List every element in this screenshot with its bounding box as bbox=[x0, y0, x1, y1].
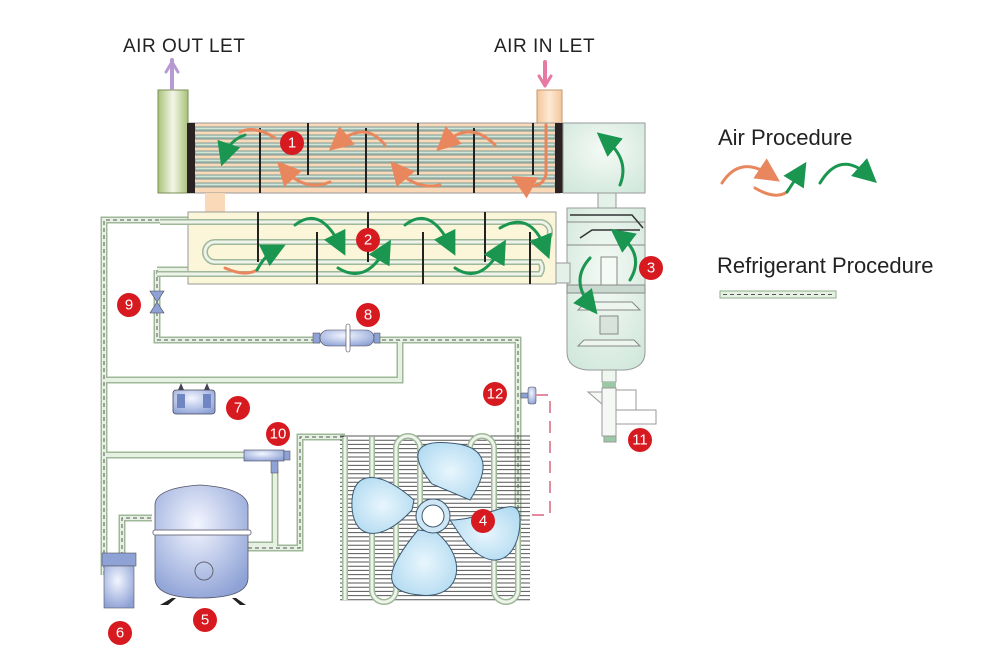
air-flow-arrows bbox=[164, 58, 638, 315]
fan-control-switch bbox=[520, 386, 551, 516]
filter-drier bbox=[312, 323, 381, 353]
badge-number: 11 bbox=[632, 432, 648, 449]
badge-11: 11 bbox=[628, 428, 652, 452]
badge-circle bbox=[356, 303, 380, 327]
air-procedure-legend-arrows bbox=[720, 158, 877, 197]
badge-12: 12 bbox=[483, 382, 507, 406]
badge-5: 5 bbox=[193, 608, 217, 632]
air-outlet-label: AIR OUT LET bbox=[123, 36, 246, 57]
badge-number: 4 bbox=[479, 513, 487, 530]
condenser-fan bbox=[351, 442, 521, 596]
badge-circle bbox=[193, 608, 217, 632]
badge-number: 3 bbox=[647, 260, 655, 277]
badge-4: 4 bbox=[471, 509, 495, 533]
badge-8: 8 bbox=[356, 303, 380, 327]
badge-circle bbox=[356, 228, 380, 252]
separator bbox=[555, 122, 646, 383]
badge-circle bbox=[628, 428, 652, 452]
badge-number: 10 bbox=[270, 426, 287, 443]
badge-circle bbox=[108, 621, 132, 645]
badge-circle bbox=[639, 256, 663, 280]
badge-number: 6 bbox=[116, 625, 124, 642]
refrigerant-procedure-legend-label: Refrigerant Procedure bbox=[717, 253, 934, 278]
badge-number: 5 bbox=[201, 612, 209, 629]
badge-circle bbox=[266, 422, 290, 446]
badge-number: 9 bbox=[125, 297, 133, 314]
badge-circle bbox=[226, 396, 250, 420]
badge-circle bbox=[117, 293, 141, 317]
compressor bbox=[152, 484, 252, 605]
badge-9: 9 bbox=[117, 293, 141, 317]
badge-1: 1 bbox=[280, 131, 304, 155]
badge-3: 3 bbox=[639, 256, 663, 280]
air-inlet-label: AIR IN LET bbox=[494, 36, 596, 57]
badge-6: 6 bbox=[108, 621, 132, 645]
badge-circle bbox=[280, 131, 304, 155]
air-outlet-duct bbox=[157, 89, 189, 194]
badge-number: 1 bbox=[288, 135, 296, 152]
badge-circle bbox=[483, 382, 507, 406]
badge-2: 2 bbox=[356, 228, 380, 252]
air-procedure-legend-label: Air Procedure bbox=[718, 125, 853, 150]
badge-10: 10 bbox=[266, 422, 290, 446]
badge-number: 8 bbox=[364, 307, 372, 324]
auto-drain bbox=[586, 382, 657, 443]
accumulator bbox=[101, 552, 137, 609]
air-to-air-heat-exchanger bbox=[157, 89, 563, 213]
badge-number: 2 bbox=[364, 232, 372, 249]
expansion-valve bbox=[149, 290, 165, 314]
pressure-switch bbox=[172, 383, 216, 415]
bypass-valve bbox=[243, 449, 291, 474]
badge-circle bbox=[471, 509, 495, 533]
badge-number: 12 bbox=[487, 386, 504, 403]
refrigerant-procedure-legend-pipe bbox=[719, 290, 837, 299]
badge-number: 7 bbox=[234, 400, 242, 417]
legend bbox=[719, 158, 877, 299]
badge-7: 7 bbox=[226, 396, 250, 420]
